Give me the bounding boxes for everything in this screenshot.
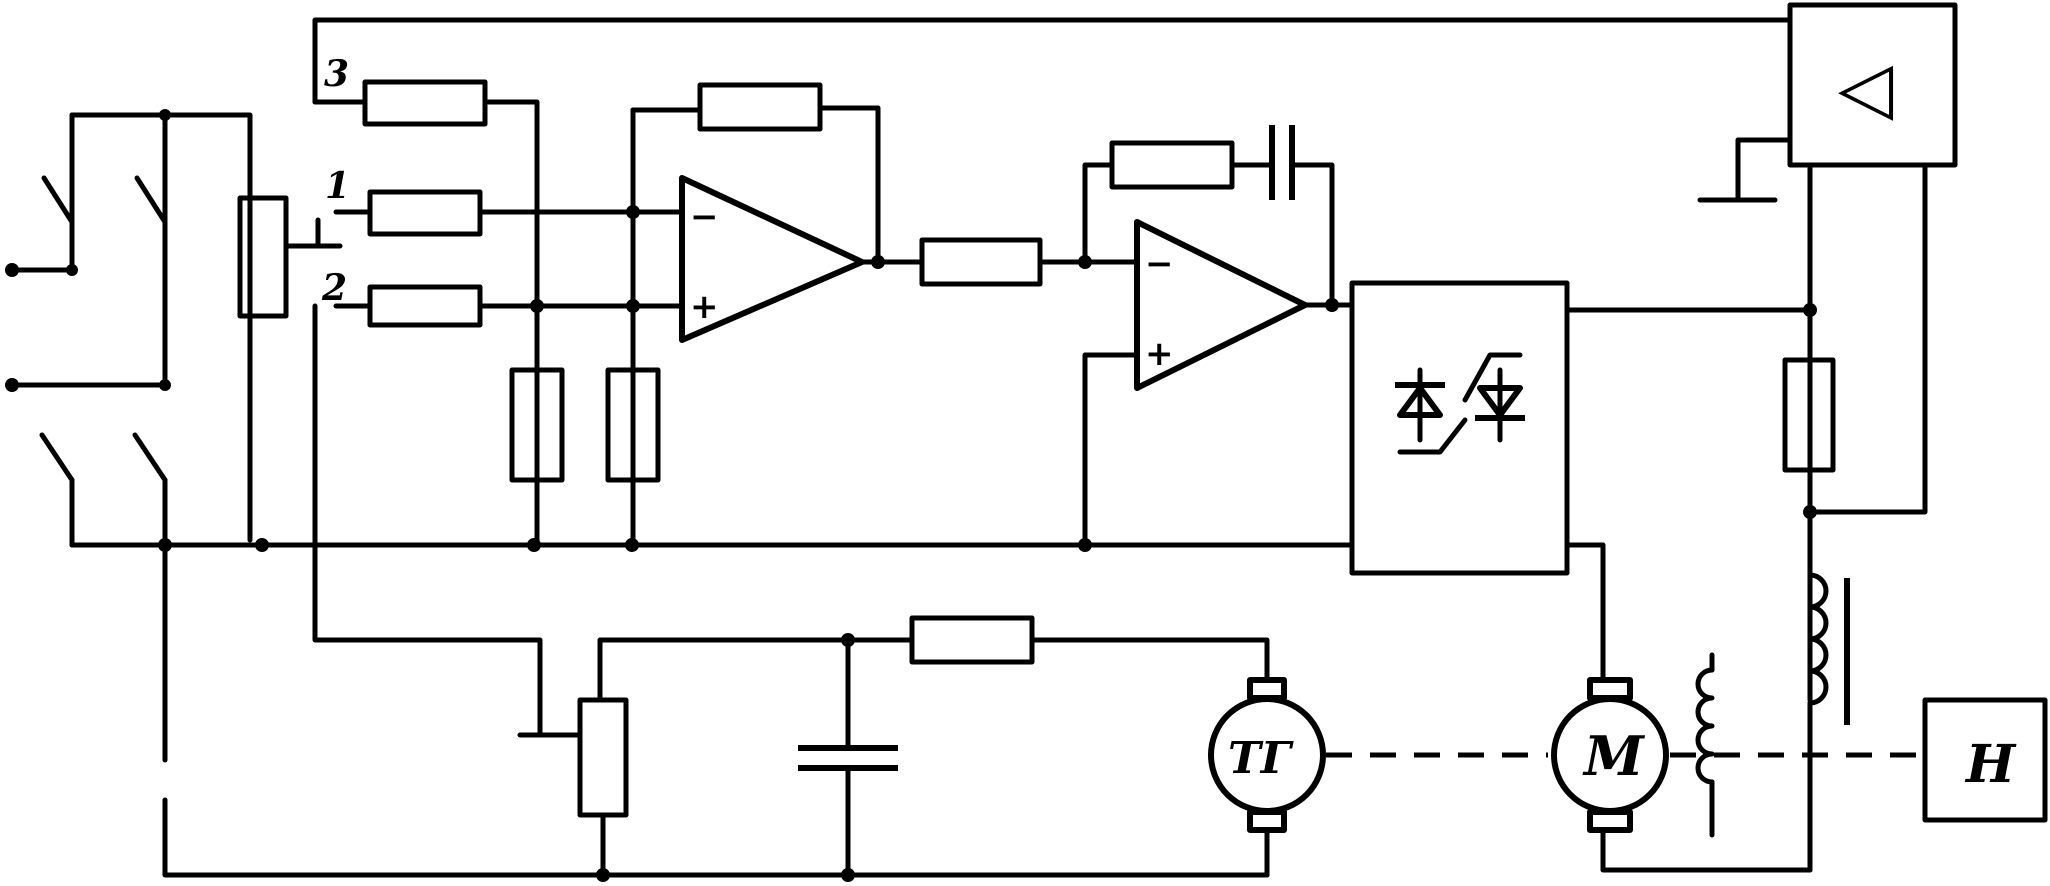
field-winding <box>1695 652 1715 838</box>
protection-block <box>1787 2 1958 168</box>
opamp1-minus: − <box>690 197 719 237</box>
feedback-resistor-2 <box>1109 140 1235 190</box>
coupling-resistor <box>919 237 1043 287</box>
tacho-resistor <box>909 615 1035 665</box>
input-label-1: 1 <box>325 165 350 207</box>
shunt-resistor <box>1782 357 1836 473</box>
tacho-filter <box>312 303 1035 878</box>
input-resistor-3 <box>362 79 488 127</box>
opamp2-plus: + <box>1145 334 1174 374</box>
input-terminal-top <box>5 263 19 277</box>
ground-bus <box>69 538 1353 552</box>
tachogenerator-label: ТГ <box>1228 733 1294 784</box>
pi-controller: − + <box>919 125 1355 548</box>
input-label-2: 2 <box>321 267 347 309</box>
input-terminal-bottom <box>5 378 19 392</box>
feedback-resistor-1 <box>697 82 823 132</box>
tacho-potentiometer <box>577 697 629 818</box>
setpoint-potentiometer <box>237 195 343 319</box>
protection-loop: ◁ <box>312 2 1958 703</box>
input-resistors: 1 2 3 <box>312 53 683 548</box>
error-amplifier: − + <box>630 82 923 343</box>
opamp2-minus: − <box>1145 244 1174 284</box>
bias-resistor-a <box>509 367 565 483</box>
input-resistor-2 <box>367 284 483 328</box>
motor: М <box>1551 677 1813 873</box>
opamp1-plus: + <box>690 287 719 327</box>
input-label-3: 3 <box>324 53 349 95</box>
input-resistor-1 <box>367 189 483 237</box>
motor-label: М <box>1582 724 1646 788</box>
thyristor-converter <box>1349 280 1813 683</box>
tachogenerator: ТГ <box>1029 637 1326 878</box>
load-label: Н <box>1964 734 2017 795</box>
smoothing-choke <box>1807 572 1850 873</box>
protection-block-symbol: ◁ <box>1838 45 1894 129</box>
load: Н <box>1922 697 2048 823</box>
bottom-bus <box>162 542 1270 882</box>
switch-block <box>5 109 253 548</box>
